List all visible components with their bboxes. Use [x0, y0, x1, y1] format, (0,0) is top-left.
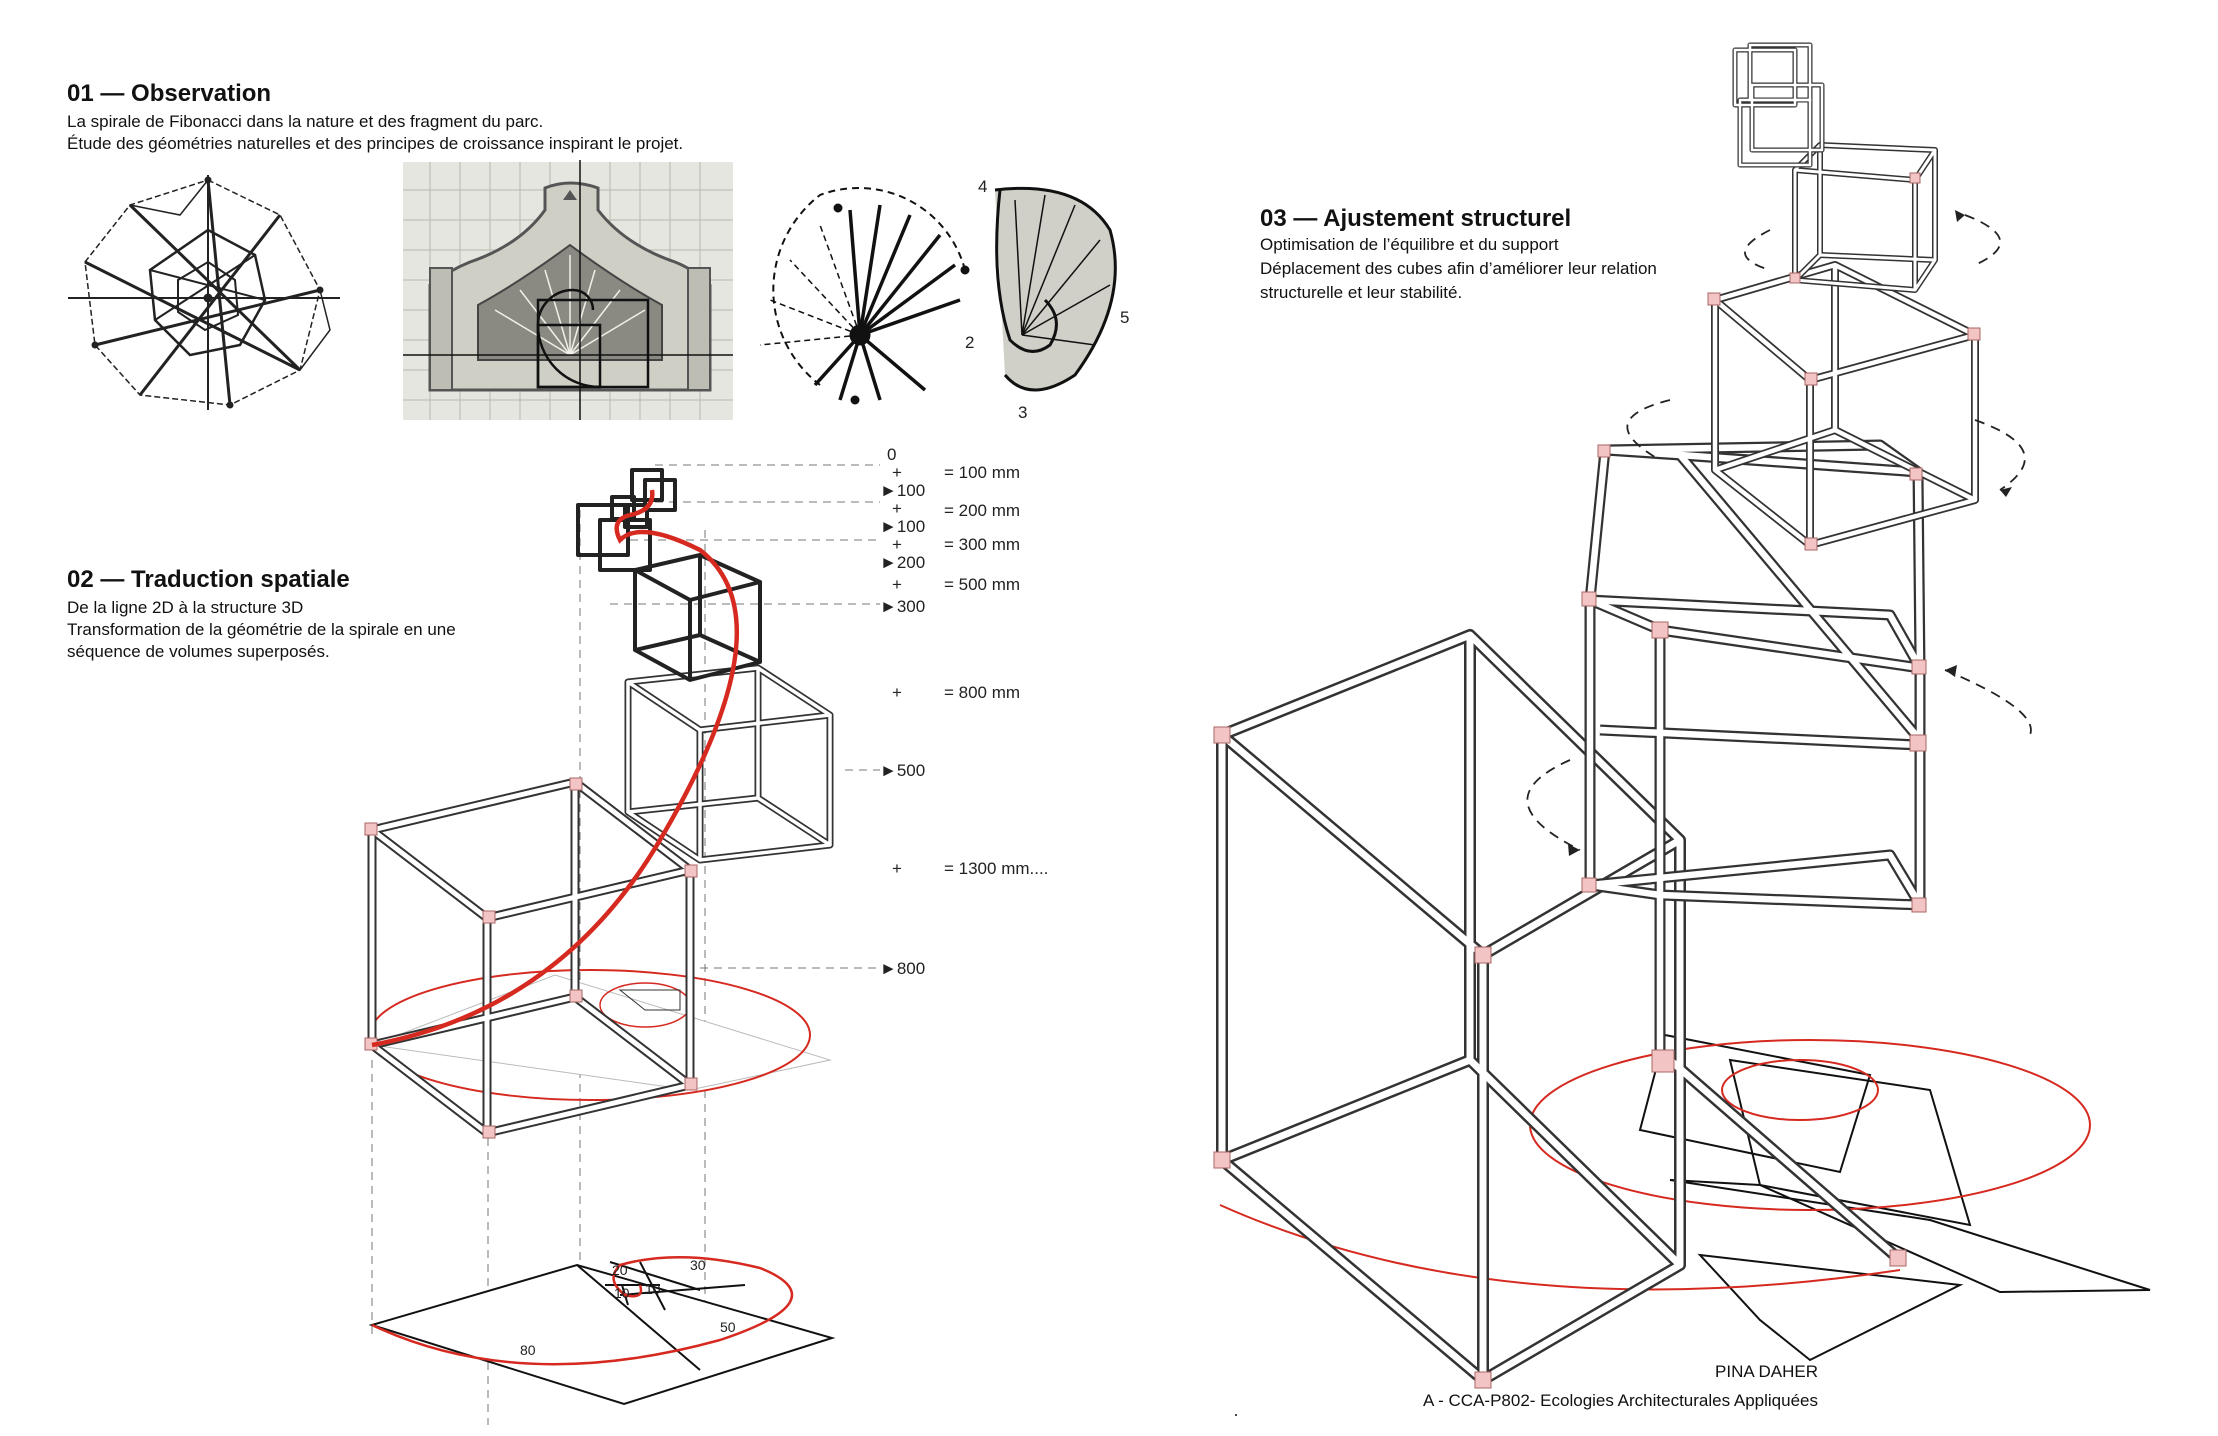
stack-diagram: 20 30 10 10 50 80 0 + ►100 + ►100 + ►200…	[364, 445, 1048, 1425]
dim-100-b: ►100	[880, 517, 925, 536]
sketch-nautilus: 4 2 5 3	[759, 177, 1129, 422]
footer-course: A - CCA-P802- Ecologies Architecturales …	[1423, 1391, 1818, 1410]
dim-plus-2: +	[892, 499, 902, 518]
total-200: = 200 mm	[944, 501, 1020, 520]
section-03-line-2: Déplacement des cubes afin d’améliorer l…	[1260, 259, 1657, 278]
total-800: = 800 mm	[944, 683, 1020, 702]
dim-300: ►300	[880, 597, 925, 616]
dim-plus-4: +	[892, 575, 902, 594]
dim-plus-6: +	[892, 859, 902, 878]
dim-500: ►500	[880, 761, 925, 780]
dim-800: ►800	[880, 959, 925, 978]
fib-square-20: 20	[612, 1262, 628, 1278]
total-300: = 300 mm	[944, 535, 1020, 554]
section-03-title: 03 — Ajustement structurel	[1260, 205, 1572, 232]
dim-plus-1: +	[892, 463, 902, 482]
section-03-line-1: Optimisation de l’équilibre et du suppor…	[1260, 235, 1559, 254]
sketch-star-web	[68, 175, 340, 410]
section-02-line-3: séquence de volumes superposés.	[67, 642, 330, 661]
total-500: = 500 mm	[944, 575, 1020, 594]
fib-square-10-a: 10	[614, 1285, 630, 1301]
section-01-title: 01 — Observation	[67, 80, 272, 107]
dim-0: 0	[887, 445, 896, 464]
section-02-title: 02 — Traduction spatiale	[67, 566, 350, 593]
sketch-number-2: 2	[965, 333, 974, 352]
section-02-line-2: Transformation de la géométrie de la spi…	[67, 620, 456, 639]
dim-200: ►200	[880, 553, 925, 572]
sketch-number-4: 4	[978, 177, 987, 196]
sketch-number-3: 3	[1018, 403, 1027, 422]
sketch-park-gate-photo	[403, 160, 733, 420]
dim-plus-3: +	[892, 535, 902, 554]
section-02-line-1: De la ligne 2D à la structure 3D	[67, 598, 304, 617]
footer-author: PINA DAHER	[1715, 1362, 1818, 1381]
fib-square-80: 80	[520, 1342, 536, 1358]
adjusted-structure	[1213, 42, 2151, 1389]
section-01-line-1: La spirale de Fibonacci dans la nature e…	[67, 112, 544, 131]
fib-square-50: 50	[720, 1319, 736, 1335]
section-01-line-2: Étude des géométries naturelles et des p…	[67, 134, 684, 153]
total-100: = 100 mm	[944, 463, 1020, 482]
total-1300: = 1300 mm....	[944, 859, 1048, 878]
dimension-stack: 0 + ►100 + ►100 + ►200 + ►300 + ►500 + ►…	[880, 445, 1048, 978]
fib-square-30: 30	[690, 1257, 706, 1273]
section-03-line-3: structurelle et leur stabilité.	[1260, 283, 1463, 302]
fib-square-10-b: 10	[645, 1281, 661, 1297]
dim-plus-5: +	[892, 683, 902, 702]
dim-100-a: ►100	[880, 481, 925, 500]
sketch-number-5: 5	[1120, 308, 1129, 327]
